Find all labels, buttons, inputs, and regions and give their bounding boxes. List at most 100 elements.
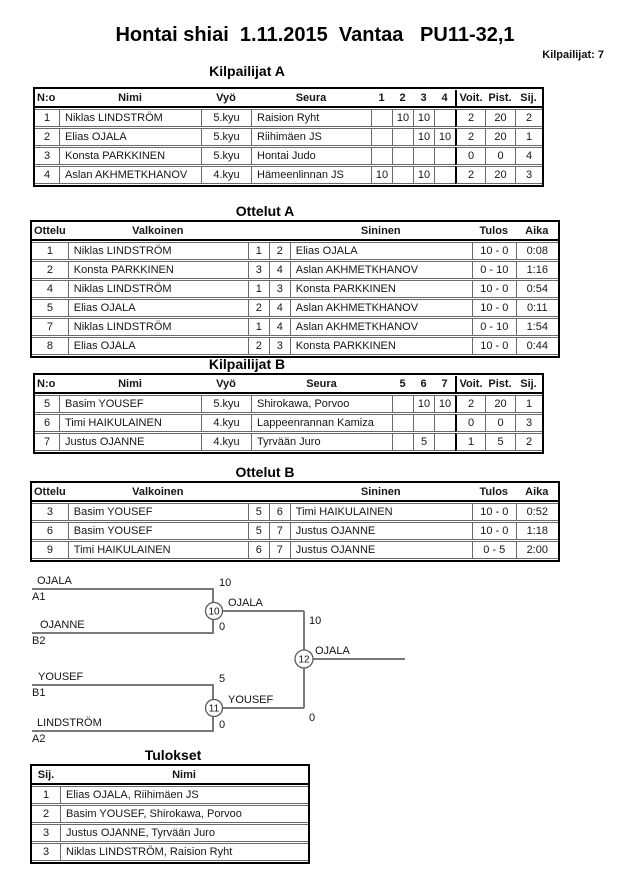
score-cell — [392, 395, 413, 413]
table-row: 3 Justus OJANNE, Tyrvään Juro — [32, 824, 308, 842]
points-cell: 0 — [485, 147, 515, 165]
match-number: 10 — [208, 607, 220, 618]
score-cell: 10 — [413, 166, 434, 184]
table-row: 2 Elias OJALA 5.kyu Riihimäen JS 10 10 2… — [35, 128, 542, 146]
pool-a-heading: Kilpailijat A — [209, 63, 285, 79]
white-no: 3 — [247, 261, 269, 279]
result-place: 1 — [32, 786, 60, 804]
score-cell — [434, 433, 455, 451]
competitor-club: Shirokawa, Porvoo — [251, 395, 392, 413]
competitor-no: 6 — [35, 414, 59, 432]
wins-cell: 2 — [455, 128, 485, 146]
white-name: Elias OJALA — [67, 299, 248, 317]
col-belt: Vyö — [201, 376, 251, 394]
score-cell — [371, 128, 392, 146]
competitor-belt: 4.kyu — [201, 433, 251, 451]
result-name: Justus OJANNE, Tyrvään Juro — [60, 824, 308, 842]
table-row: 2 Konsta PARKKINEN 3 4 Aslan AKHMETKHANO… — [32, 261, 558, 279]
header-row: N:o Nimi Vyö Seura 5 6 7 Voit. Pist. Sij… — [35, 376, 542, 394]
results-table: Sij. Nimi 1 Elias OJALA, Riihimäen JS 2 … — [30, 764, 310, 864]
points-cell: 20 — [485, 395, 515, 413]
score-cell: 10 — [371, 166, 392, 184]
competitor-belt: 5.kyu — [201, 109, 251, 127]
score-cell — [371, 109, 392, 127]
place-cell: 1 — [515, 395, 542, 413]
bracket-entry-score: 0 — [219, 719, 225, 731]
bracket-entry-seed: A1 — [32, 591, 45, 603]
col-time: Aika — [515, 223, 558, 241]
competitor-no: 1 — [35, 109, 59, 127]
table-row: 7 Niklas LINDSTRÖM 1 4 Aslan AKHMETKHANO… — [32, 318, 558, 336]
result-cell: 10 - 0 — [471, 242, 516, 260]
white-name: Konsta PARKKINEN — [67, 261, 248, 279]
white-no: 5 — [247, 503, 269, 521]
competitor-no: 3 — [35, 147, 59, 165]
competitor-club: Tyrvään Juro — [251, 433, 392, 451]
result-place: 2 — [32, 805, 60, 823]
col-round-3: 3 — [413, 90, 434, 108]
score-cell: 10 — [413, 128, 434, 146]
competitor-no: 5 — [35, 395, 59, 413]
blue-name: Timi HAIKULAINEN — [289, 503, 472, 521]
col-white: Valkoinen — [67, 223, 248, 241]
col-points: Pist. — [485, 376, 515, 394]
table-row: 7 Justus OJANNE 4.kyu Tyrvään Juro 5 1 5… — [35, 433, 542, 451]
col-round-2: 2 — [392, 90, 413, 108]
table-row: 9 Timi HAIKULAINEN 6 7 Justus OJANNE 0 -… — [32, 541, 558, 559]
competitor-name: Aslan AKHMETKHANOV — [59, 166, 201, 184]
competitor-name: Niklas LINDSTRÖM — [59, 109, 201, 127]
col-belt: Vyö — [201, 90, 251, 108]
col-white-no — [247, 223, 269, 241]
table-row: 1 Elias OJALA, Riihimäen JS — [32, 786, 308, 804]
blue-name: Aslan AKHMETKHANOV — [289, 299, 472, 317]
pool-b-table: N:o Nimi Vyö Seura 5 6 7 Voit. Pist. Sij… — [33, 373, 544, 454]
result-cell: 10 - 0 — [471, 299, 516, 317]
col-round-1: 1 — [371, 90, 392, 108]
bracket-semifinal-score: 10 — [309, 615, 321, 627]
competitor-belt: 5.kyu — [201, 147, 251, 165]
white-no: 2 — [247, 299, 269, 317]
blue-name: Konsta PARKKINEN — [289, 280, 472, 298]
white-no: 1 — [247, 280, 269, 298]
col-blue-no — [268, 223, 290, 241]
time-cell: 2:00 — [515, 541, 558, 559]
time-cell: 0:11 — [515, 299, 558, 317]
time-cell: 1:16 — [515, 261, 558, 279]
col-result: Tulos — [471, 484, 516, 502]
header-row: Ottelu Valkoinen Sininen Tulos Aika — [32, 223, 558, 241]
col-time: Aika — [515, 484, 558, 502]
blue-no: 3 — [268, 337, 290, 355]
competitor-club: Raision Ryht — [251, 109, 371, 127]
header-row: Ottelu Valkoinen Sininen Tulos Aika — [32, 484, 558, 502]
bracket-entry-score: 10 — [219, 577, 231, 589]
place-cell: 4 — [515, 147, 542, 165]
score-cell — [371, 147, 392, 165]
points-cell: 5 — [485, 433, 515, 451]
bracket-entry-name: YOUSEF — [38, 671, 84, 683]
col-white: Valkoinen — [67, 484, 248, 502]
col-round-5: 5 — [392, 376, 413, 394]
table-row: 5 Basim YOUSEF 5.kyu Shirokawa, Porvoo 1… — [35, 395, 542, 413]
competitor-no: 4 — [35, 166, 59, 184]
competitor-belt: 5.kyu — [201, 128, 251, 146]
match-no: 5 — [32, 299, 68, 317]
match-number: 11 — [209, 704, 220, 715]
matches-b-table: Ottelu Valkoinen Sininen Tulos Aika 3 Ba… — [30, 481, 560, 562]
col-no: N:o — [35, 90, 59, 108]
pool-b-heading: Kilpailijat B — [208, 356, 286, 372]
result-cell: 0 - 10 — [471, 318, 516, 336]
result-cell: 0 - 10 — [471, 261, 516, 279]
col-club: Seura — [251, 376, 392, 394]
white-no: 6 — [247, 541, 269, 559]
match-no: 8 — [32, 337, 68, 355]
wins-cell: 0 — [455, 414, 485, 432]
white-no: 1 — [247, 318, 269, 336]
points-cell: 20 — [485, 166, 515, 184]
white-name: Niklas LINDSTRÖM — [67, 242, 248, 260]
blue-no: 7 — [268, 522, 290, 540]
col-place: Sij. — [32, 767, 60, 785]
matches-a-heading: Ottelut A — [235, 203, 295, 219]
bracket-match-circles — [204, 601, 314, 718]
bracket-semifinal-winner: YOUSEF — [228, 694, 274, 706]
result-cell: 10 - 0 — [471, 522, 516, 540]
